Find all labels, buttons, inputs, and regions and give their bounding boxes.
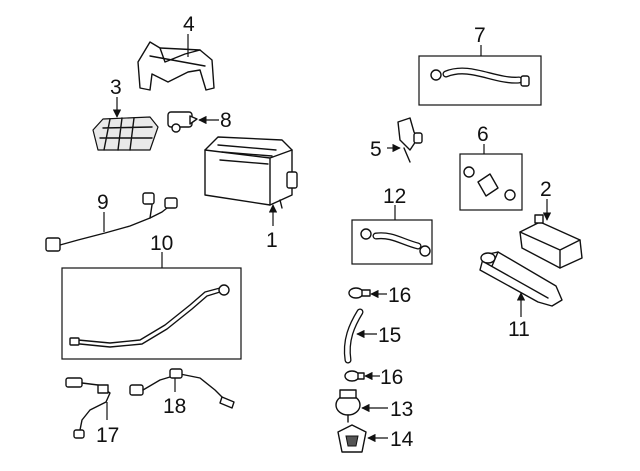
part-2-canister: [519, 199, 583, 269]
part-5-valve: [387, 117, 423, 163]
part-12-hose: [351, 205, 433, 265]
part-17-sensor: [65, 377, 111, 439]
callout-1: 1: [266, 229, 278, 252]
callout-8: 8: [220, 109, 232, 132]
callout-17: 17: [96, 424, 119, 447]
callout-5: 5: [370, 138, 382, 161]
callout-15: 15: [378, 324, 401, 347]
part-8-valve: [167, 111, 219, 133]
part-4-bracket: [137, 34, 215, 91]
part-3-heat-shield: [92, 97, 159, 151]
callout-12: 12: [383, 185, 406, 208]
callout-3: 3: [110, 76, 122, 99]
part-15-hose: [343, 308, 377, 364]
callout-6: 6: [477, 123, 489, 146]
callout-9: 9: [97, 191, 109, 214]
part-13-pump: [335, 389, 388, 423]
part-16-clamp-top: [348, 287, 387, 299]
part-9-harness: [45, 192, 178, 252]
part-6-connectors: [459, 144, 523, 211]
part-14-bracket: [337, 424, 388, 453]
callout-16-bottom: 16: [380, 366, 403, 389]
callout-10: 10: [150, 232, 173, 255]
part-1-canister: [204, 136, 298, 226]
callout-7: 7: [474, 24, 486, 47]
callout-2: 2: [540, 178, 552, 201]
callout-16-top: 16: [388, 284, 411, 307]
part-16-clamp-bottom: [344, 370, 380, 382]
callout-14: 14: [390, 428, 414, 451]
callout-11: 11: [508, 318, 530, 341]
callout-13: 13: [390, 398, 413, 421]
part-18-sensor: [129, 368, 235, 409]
callout-4: 4: [183, 13, 195, 36]
part-10-vapor-line: [61, 252, 242, 360]
part-7-hose: [418, 45, 542, 106]
part-11-filter: [479, 251, 563, 317]
callout-18: 18: [163, 395, 186, 418]
